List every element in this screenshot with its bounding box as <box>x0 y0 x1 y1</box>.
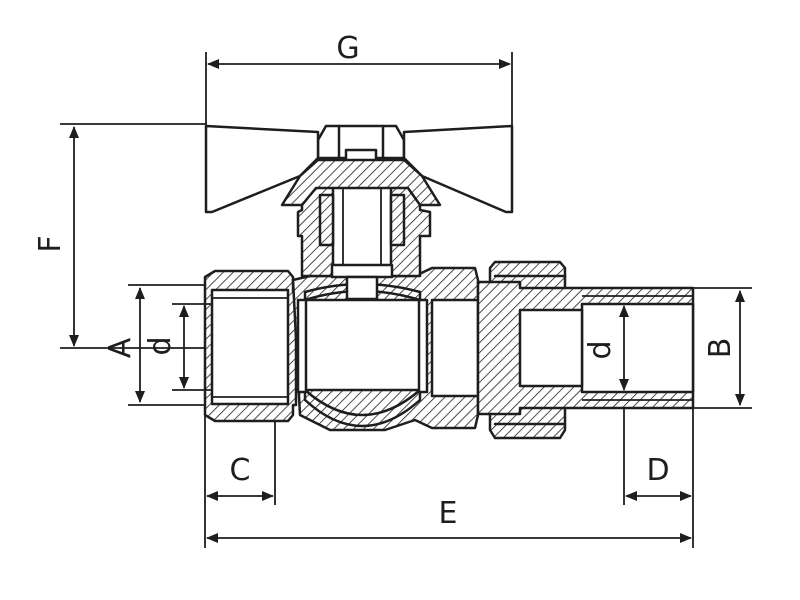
extension-lines <box>60 52 752 548</box>
ball-bore <box>303 298 422 392</box>
butterfly-handle <box>204 124 514 214</box>
dimension-arrows <box>69 59 745 543</box>
dimension-labels: G F A d d B C D E <box>33 31 738 531</box>
middle-bore <box>430 298 480 398</box>
ball <box>303 388 422 428</box>
label-C: C <box>230 453 251 488</box>
label-A: A <box>103 337 138 358</box>
right-bore <box>580 302 695 394</box>
label-d-left: d <box>143 336 178 355</box>
label-E: E <box>439 496 458 531</box>
valve-body <box>203 260 695 440</box>
label-D: D <box>646 453 669 488</box>
left-bore <box>210 288 290 406</box>
label-B: B <box>703 338 738 359</box>
label-F: F <box>33 235 68 252</box>
label-d-right: d <box>583 340 618 359</box>
label-G: G <box>336 31 359 66</box>
